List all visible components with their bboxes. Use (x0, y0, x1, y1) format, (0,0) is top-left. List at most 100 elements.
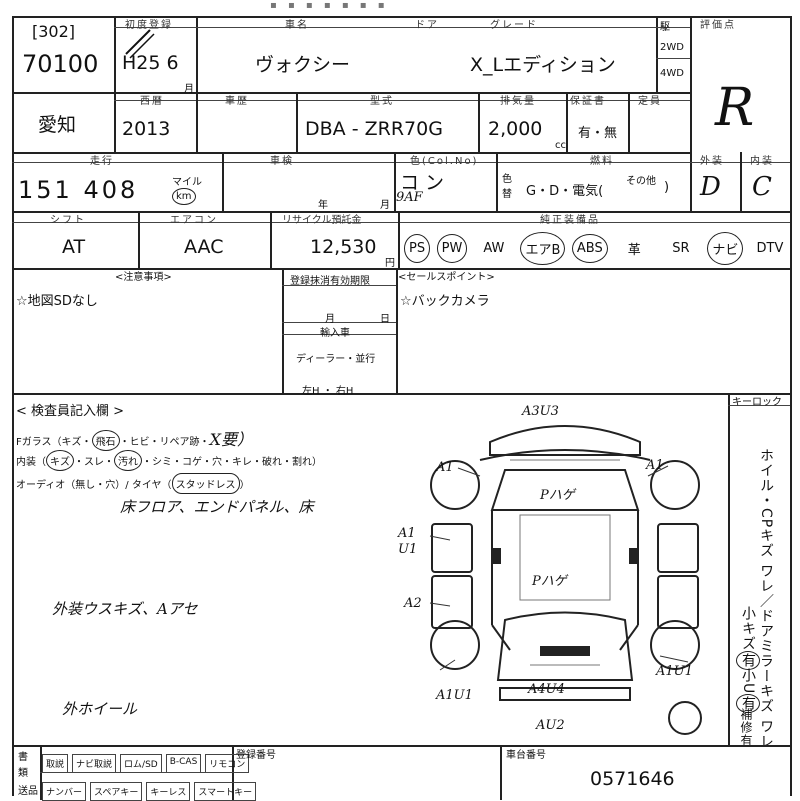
code-left-front: A1 (436, 460, 454, 475)
shift: AT (62, 236, 86, 258)
code-right-rear: A1U1 (656, 664, 693, 679)
doc-boxes-bottom: ナンバースペアキーキーレススマートキー (42, 782, 257, 801)
aircon-label: エアコン (170, 215, 218, 226)
inspection-year-unit: 年 (318, 200, 328, 211)
chassis-number: 0571646 (590, 768, 675, 790)
hand-note-floor: 床フロア、エンドパネル、床 (120, 498, 314, 516)
inspector-line-interior: 内装（キズ・スレ・汚れ・シミ・コゲ・穴・キレ・破れ・割れ） (16, 450, 322, 471)
warranty-label: 保証書 (570, 96, 606, 107)
equipment-item: ABS (571, 234, 608, 263)
equipment-item: AW (483, 241, 505, 256)
fuel: G・D・電気( (526, 184, 604, 199)
interior-label: 内装 (750, 156, 774, 167)
code-hood: Pハゲ (540, 488, 575, 503)
color-change-label: 色替 (502, 174, 512, 200)
first-reg: H25 6 (122, 52, 179, 74)
lot-number: 70100 (22, 50, 99, 78)
doc-checkbox: ナビ取説 (72, 754, 117, 773)
lot-box: [302] (32, 22, 76, 41)
small-scratch-note: 小キズ有 (736, 606, 760, 670)
code-bottom: AU2 (536, 718, 565, 733)
equipment-item: PS (404, 234, 431, 263)
equipment-item: ナビ (707, 232, 744, 265)
equipment-item: SR (672, 241, 690, 256)
cc-unit: cc (555, 140, 566, 151)
code-left-bottom: A1U1 (436, 688, 473, 703)
color: コン (400, 172, 451, 194)
grade: X_Lエディション (470, 54, 616, 76)
recycle-label: リサイクル預託金 (282, 215, 362, 226)
color-no: 9AF (396, 190, 423, 205)
displacement: 2,000 (488, 118, 543, 140)
yen-unit: 円 (385, 258, 395, 269)
model-label: 車名 (285, 20, 309, 31)
docs-label: 書類 (18, 752, 28, 779)
chassis-label: 車台番号 (506, 750, 546, 761)
sales-label: <セールスポイント> (398, 272, 495, 283)
import-dealer: ディーラー・並行 (296, 354, 376, 365)
notes-label: <注意事項> (115, 272, 172, 283)
model-code-label: 型式 (370, 96, 394, 107)
doc-checkbox: リモコン (205, 754, 250, 773)
inspector-line-audio: オーディオ（無し・穴）/ タイヤ（スタッドレス） (16, 473, 250, 494)
code-left-mid: A1 (398, 526, 416, 541)
keylock-label: キーロック (732, 397, 782, 408)
check-mark-icon (125, 29, 155, 59)
door-label: ドア (415, 20, 439, 31)
inspector-title: < 検査員記入欄 > (16, 404, 125, 419)
doc-checkbox: ナンバー (42, 782, 87, 801)
doc-checkbox: ロム/SD (120, 754, 162, 773)
exterior-grade: D (700, 172, 721, 202)
recycle-fee: 12,530 (310, 236, 377, 258)
code-left-mid2: U1 (398, 542, 418, 557)
year: 2013 (122, 118, 171, 140)
equipment-item: 革 (627, 243, 641, 258)
equipment-item: PW (436, 234, 468, 263)
equipment-item: エアB (520, 232, 566, 265)
color-label: 色(Col.No) (410, 156, 479, 167)
inspector-line-glass: Fガラス（キズ・飛石・ヒビ・リペア跡・X要） (16, 430, 253, 451)
reg-no-label: 登録番号 (236, 750, 276, 761)
aircon: AAC (184, 236, 224, 258)
capacity-label: 定員 (638, 96, 662, 107)
doc-checkbox: 取説 (42, 754, 69, 773)
score-label: 評価点 (700, 20, 736, 31)
code-top: A3U3 (522, 404, 559, 419)
year-label: 西暦 (140, 96, 164, 107)
doc-checkbox: キーレス (146, 782, 191, 801)
score-value: R (715, 78, 755, 138)
region: 愛知 (38, 114, 77, 136)
doc-checkbox: スペアキー (90, 782, 143, 801)
equipment-item: DTV (756, 241, 784, 256)
warranty: 有・無 (578, 126, 618, 141)
small-u-note: 小U有 (736, 668, 760, 714)
expiry-month-unit: 月 (325, 314, 335, 325)
history-label: 車歴 (225, 96, 249, 107)
equipment-label: 純正装備品 (540, 215, 600, 226)
sales-point: ☆バックカメラ (400, 294, 490, 309)
model-code: DBA - ZRR70G (305, 118, 443, 140)
inspection-label: 車検 (270, 156, 294, 167)
displacement-label: 排気量 (500, 96, 536, 107)
mileage-label: 走行 (90, 156, 114, 167)
shift-label: シフト (50, 215, 86, 226)
code-roof: Pハゲ (532, 574, 567, 589)
code-right-front: A1 (646, 458, 664, 473)
drive-4wd: 4WD (660, 68, 684, 79)
grade-label: グレード (490, 20, 538, 31)
notes: ☆地図SDなし (16, 294, 98, 309)
steering: 左H ・ 右H (302, 386, 354, 397)
drive-2wd: 2WD (660, 42, 684, 53)
inspection-month-unit: 月 (380, 200, 390, 211)
import-label: 輸入車 (320, 328, 350, 339)
doc-checkbox: B-CAS (165, 754, 202, 773)
month-unit: 月 (184, 84, 194, 95)
first-reg-label: 初度登録 (125, 20, 173, 31)
fuel-label: 燃料 (590, 156, 614, 167)
code-rear-panel: A4U4 (528, 682, 565, 697)
interior-grade: C (752, 172, 772, 202)
fuel-close: ) (664, 180, 670, 195)
